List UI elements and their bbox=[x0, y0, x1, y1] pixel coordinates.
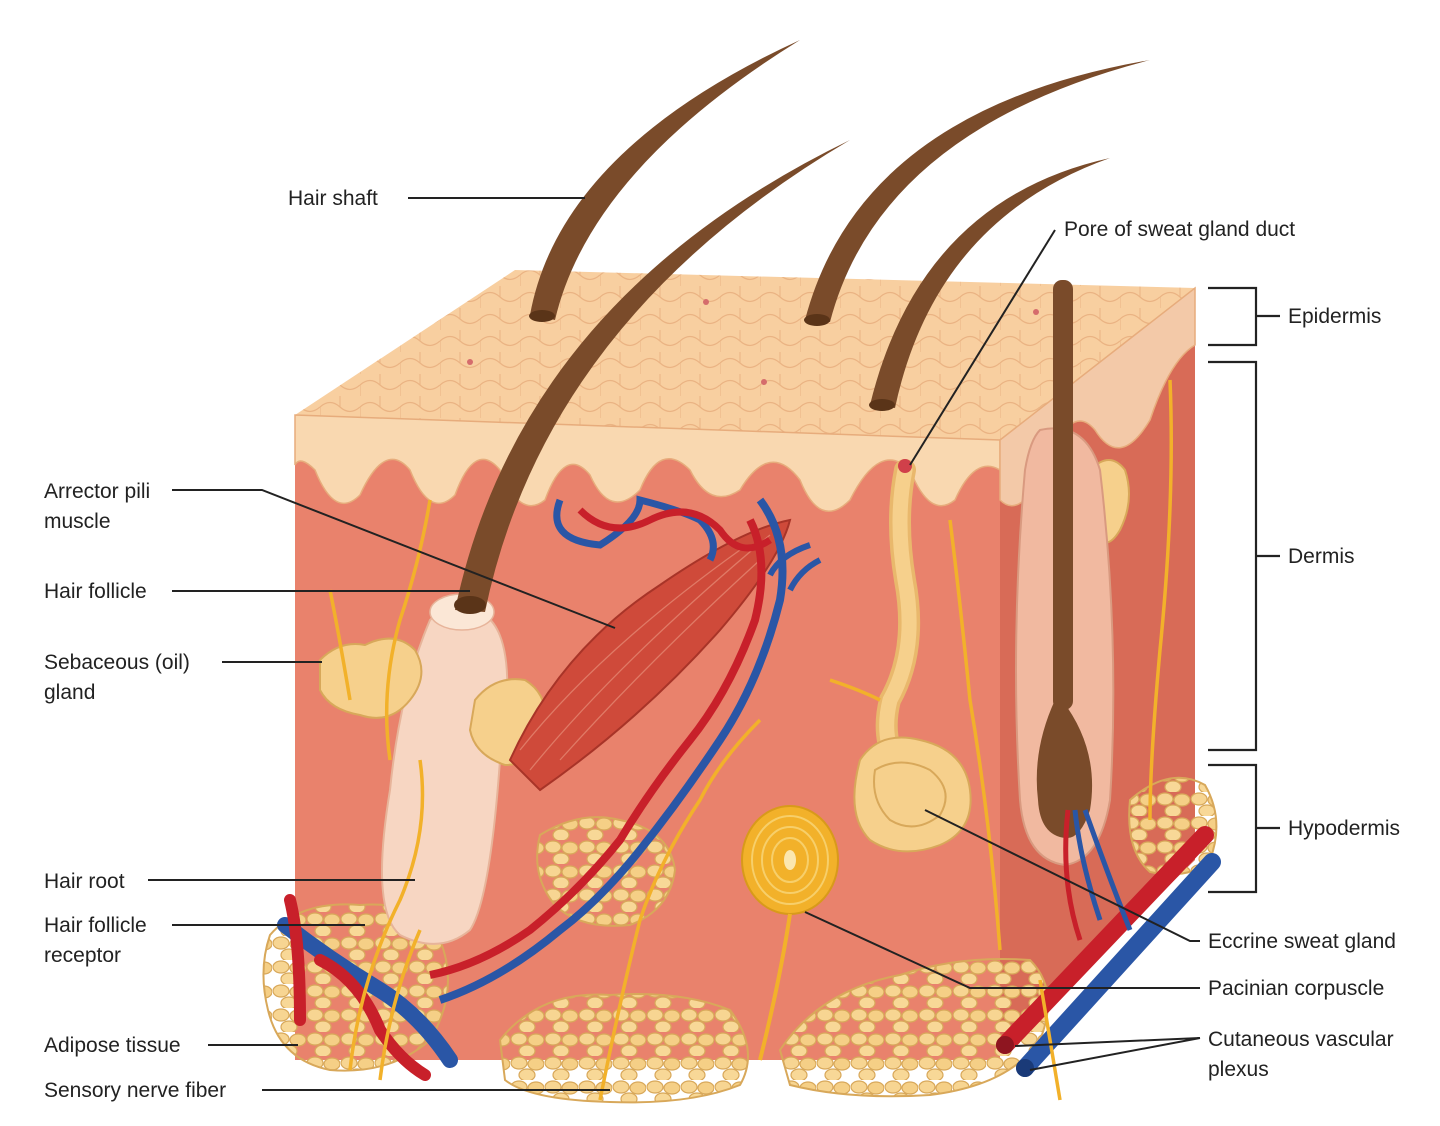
hair-shaft-3 bbox=[805, 60, 1150, 322]
label-sensory-nerve-fiber: Sensory nerve fiber bbox=[44, 1079, 226, 1102]
hypodermis-bracket bbox=[1208, 763, 1280, 894]
label-hypodermis: Hypodermis bbox=[1288, 817, 1400, 840]
label-arrector-pili-muscle: Arrector pili muscle bbox=[44, 480, 156, 533]
label-pore-of-sweat-gland-duct: Pore of sweat gland duct bbox=[1064, 218, 1295, 241]
hair-shaft-4 bbox=[870, 158, 1110, 408]
sensory-nerve-fibers bbox=[328, 379, 1173, 1101]
label-hair-follicle-receptor-line2: receptor bbox=[44, 944, 121, 967]
blood-vessels bbox=[277, 495, 1221, 1081]
epidermis-front-band bbox=[294, 414, 1001, 512]
label-arrector-pili-muscle-line1: Arrector pili bbox=[44, 480, 150, 503]
hair-shaft-1 bbox=[530, 40, 800, 320]
label-hair-root: Hair root bbox=[44, 870, 125, 893]
label-cutaneous-vascular-plexus-line1: Cutaneous vascular bbox=[1208, 1028, 1394, 1051]
arrector-pili-muscle bbox=[508, 518, 792, 792]
hair-shaft-2 bbox=[455, 140, 850, 612]
label-hair-follicle: Hair follicle bbox=[44, 580, 147, 603]
label-pacinian-corpuscle: Pacinian corpuscle bbox=[1208, 977, 1384, 1000]
label-cutaneous-vascular-plexus: Cutaneous vascular plexus bbox=[1208, 1028, 1399, 1081]
label-cutaneous-vascular-plexus-line2: plexus bbox=[1208, 1058, 1269, 1081]
labels: Hair shaft Pore of sweat gland duct Epid… bbox=[44, 187, 1400, 1102]
pacinian-corpuscle bbox=[741, 805, 839, 1061]
layer-brackets bbox=[1208, 286, 1280, 894]
label-arrector-pili-muscle-line2: muscle bbox=[44, 510, 111, 533]
dermis-bracket bbox=[1208, 360, 1280, 752]
leader-lines bbox=[148, 197, 1201, 1091]
epidermis-cell-texture bbox=[295, 270, 1195, 440]
skin-pores bbox=[467, 299, 1039, 385]
label-dermis: Dermis bbox=[1288, 545, 1355, 568]
label-hair-follicle-receptor: Hair follicle receptor bbox=[44, 914, 153, 967]
label-hair-shaft: Hair shaft bbox=[288, 187, 378, 210]
hair-shafts bbox=[454, 40, 1150, 614]
hair-follicle-right bbox=[1015, 280, 1115, 867]
label-sebaceous-gland: Sebaceous (oil) gland bbox=[44, 651, 196, 704]
eccrine-sweat-gland bbox=[853, 459, 972, 853]
label-hair-follicle-receptor-line1: Hair follicle bbox=[44, 914, 147, 937]
epidermis-bracket bbox=[1208, 286, 1280, 347]
label-adipose-tissue: Adipose tissue bbox=[44, 1034, 181, 1057]
label-sebaceous-gland-line2: gland bbox=[44, 681, 95, 704]
label-eccrine-sweat-gland: Eccrine sweat gland bbox=[1208, 930, 1396, 953]
label-epidermis: Epidermis bbox=[1288, 305, 1381, 328]
label-sebaceous-gland-line1: Sebaceous (oil) bbox=[44, 651, 190, 674]
